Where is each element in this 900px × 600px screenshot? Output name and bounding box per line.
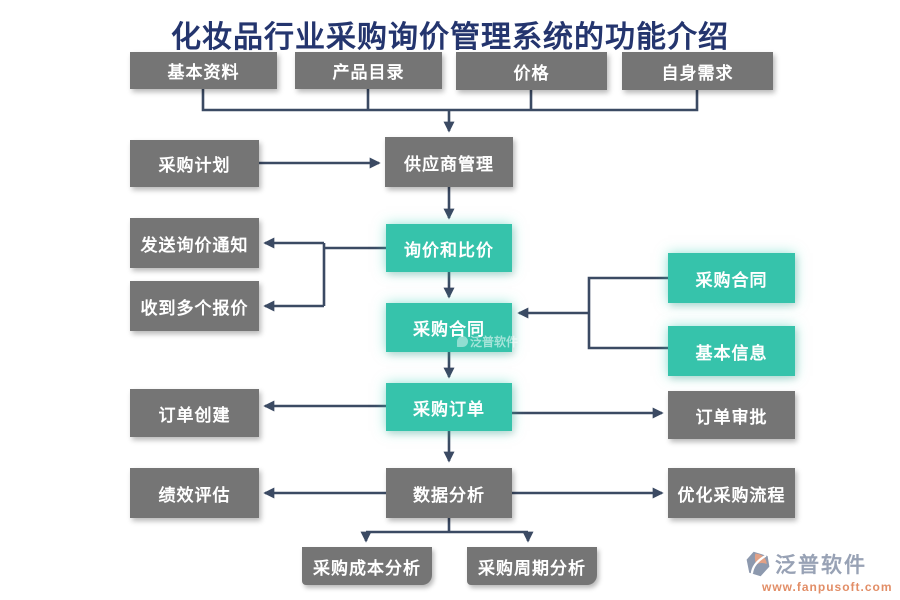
page-title: 化妆品行业采购询价管理系统的功能介绍 bbox=[171, 21, 729, 54]
node-purchase-contract: 采购合同 泛普软件 bbox=[386, 303, 518, 352]
node-product-catalog: 产品目录 bbox=[295, 52, 442, 89]
node-send-inquiry-notice: 发送询价通知 bbox=[130, 218, 259, 268]
node-performance-evaluation: 绩效评估 bbox=[130, 468, 259, 518]
watermark: 泛普软件 bbox=[456, 333, 518, 350]
watermark-text: 泛普软件 bbox=[469, 335, 518, 349]
node-purchase-order: 采购订单 bbox=[386, 383, 512, 431]
fanpu-logo-icon bbox=[746, 551, 770, 577]
node-price: 价格 bbox=[456, 52, 607, 90]
node-data-analysis: 数据分析 bbox=[386, 468, 512, 518]
node-own-needs: 自身需求 bbox=[622, 52, 773, 90]
node-purchase-contract-label: 采购合同 bbox=[413, 320, 485, 339]
node-purchase-contract-source: 采购合同 bbox=[668, 253, 795, 303]
node-basic-data: 基本资料 bbox=[130, 52, 277, 89]
edge-right-bracket bbox=[587, 276, 668, 350]
node-optimize-procurement-process: 优化采购流程 bbox=[668, 468, 795, 518]
node-order-approval: 订单审批 bbox=[668, 391, 795, 439]
fanpu-logo-name: 泛普软件 bbox=[775, 554, 867, 577]
node-supplier-management: 供应商管理 bbox=[385, 137, 513, 187]
node-procurement-cycle-analysis: 采购周期分析 bbox=[467, 547, 597, 585]
node-basic-information: 基本信息 bbox=[668, 326, 795, 376]
node-order-creation: 订单创建 bbox=[130, 389, 259, 437]
fanpu-logo-url: www.fanpusoft.com bbox=[762, 580, 893, 594]
watermark-logo-icon bbox=[456, 336, 468, 347]
node-purchase-plan: 采购计划 bbox=[130, 140, 259, 187]
node-procurement-cost-analysis: 采购成本分析 bbox=[302, 547, 432, 585]
edge-analysis-split bbox=[366, 518, 528, 534]
node-inquiry-and-compare: 询价和比价 bbox=[386, 224, 512, 272]
edge-top-bus bbox=[201, 89, 699, 112]
node-receive-multiple-quotes: 收到多个报价 bbox=[130, 281, 259, 331]
fanpu-logo: 泛普软件 www.fanpusoft.com bbox=[744, 549, 896, 594]
edge-inquiry-elbow bbox=[322, 243, 386, 306]
